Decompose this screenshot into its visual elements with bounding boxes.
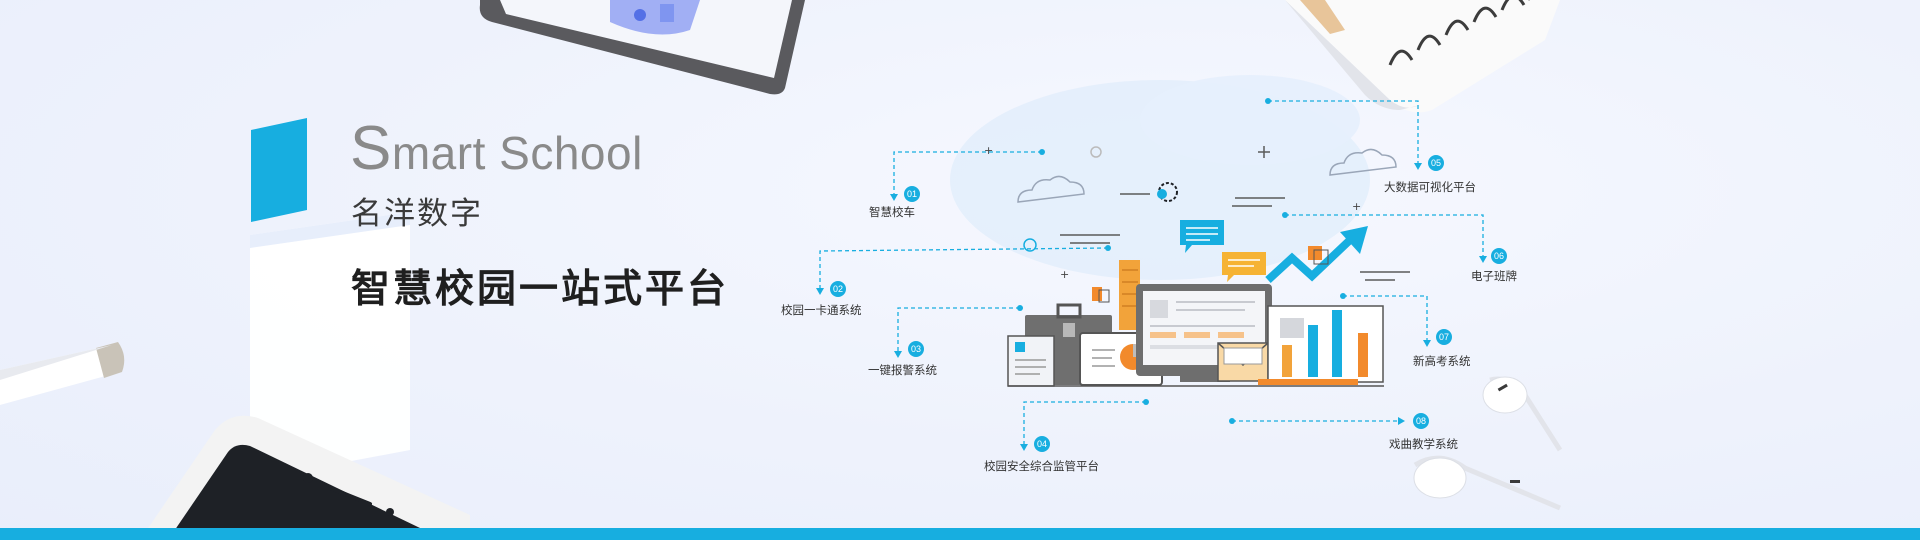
system-number-badge-02: 02	[830, 281, 846, 297]
tablet-icon	[479, 0, 805, 95]
brand-english-initial: S	[350, 114, 392, 183]
phone-icon	[140, 415, 470, 540]
system-number-badge-01: 01	[904, 186, 920, 202]
notebook-icon	[1285, 0, 1560, 113]
svg-text:+: +	[984, 144, 993, 157]
system-number-badge-07: 07	[1436, 329, 1452, 345]
accent-block	[251, 118, 307, 222]
cloud-icon	[1329, 148, 1397, 176]
system-label-campus-card[interactable]: 校园一卡通系统	[781, 303, 862, 317]
system-number-badge-05: 05	[1428, 155, 1444, 171]
brand-english-rest: mart School	[391, 127, 643, 179]
chat-bubble-icon	[1180, 220, 1224, 253]
system-number-badge-04: 04	[1034, 436, 1050, 452]
system-number-badge-03: 03	[908, 341, 924, 357]
svg-text:+: +	[1352, 200, 1361, 213]
system-label-smart-bus[interactable]: 智慧校车	[869, 205, 915, 219]
document-icon	[1007, 335, 1055, 387]
connector-lines	[819, 100, 1484, 446]
chart-arrow-icon	[1265, 237, 1353, 283]
system-label-opera-teaching[interactable]: 戏曲教学系统	[1389, 437, 1458, 451]
platform-title: 智慧校园一站式平台	[351, 267, 730, 312]
system-label-big-data[interactable]: 大数据可视化平台	[1384, 180, 1476, 194]
bottom-accent-bar	[0, 528, 1920, 540]
svg-text:+: +	[1060, 268, 1069, 281]
building-block	[1119, 260, 1140, 330]
system-label-one-key-alarm[interactable]: 一键报警系统	[868, 363, 937, 377]
system-label-new-gaokao[interactable]: 新高考系统	[1413, 354, 1471, 368]
system-number-badge-06: 06	[1491, 248, 1507, 264]
system-label-campus-safety[interactable]: 校园安全综合监管平台	[984, 459, 1099, 473]
pen-icon	[0, 342, 125, 405]
brand-chinese-title: 名洋数字	[351, 196, 483, 232]
decorative-card	[250, 212, 410, 480]
earphones-icon	[1413, 376, 1563, 511]
system-number-badge-08: 08	[1413, 413, 1429, 429]
brand-english-title: Smart School	[350, 118, 643, 180]
system-label-class-board[interactable]: 电子班牌	[1471, 269, 1517, 283]
cloud-icon	[1017, 175, 1085, 203]
